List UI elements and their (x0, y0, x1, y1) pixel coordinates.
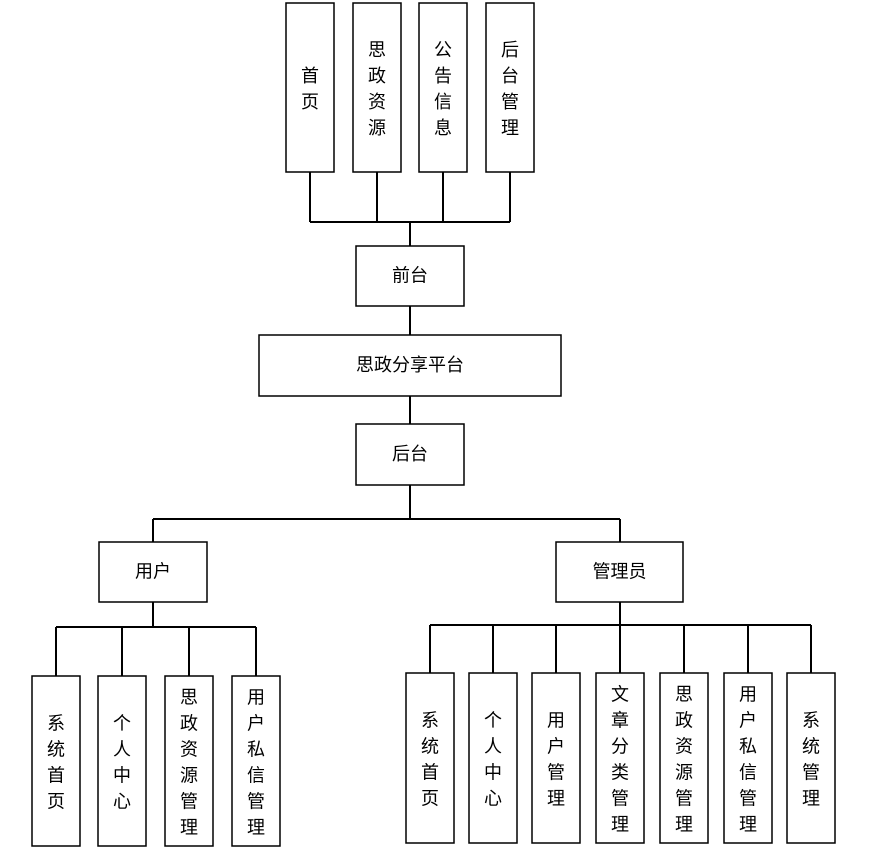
admin-module-3-box (595, 672, 645, 844)
frontend-module-0: 首页 (285, 2, 335, 173)
admin-module-1-box (468, 672, 518, 844)
admin-module-1: 个人中心 (468, 672, 518, 844)
frontend-module-1: 思政资源 (352, 2, 402, 173)
user-module-0-box (31, 675, 81, 847)
admin-role-node-box (555, 541, 684, 603)
admin-module-2-box (531, 672, 581, 844)
frontend-module-2: 公告信息 (418, 2, 468, 173)
admin-module-6-label: 系统管理 (802, 710, 820, 809)
admin-module-3: 文章分类管理 (595, 672, 645, 844)
admin-module-2-label: 用户管理 (547, 710, 565, 809)
backend-node: 后台 (355, 423, 465, 486)
user-role-node: 用户 (98, 541, 208, 603)
frontend-module-3: 后台管理 (485, 2, 535, 173)
admin-module-3-label: 文章分类管理 (611, 684, 629, 835)
user-module-2-label: 思政资源管理 (180, 687, 198, 838)
user-module-3: 用户私信管理 (231, 675, 281, 847)
frontend-node-label: 前台 (392, 266, 428, 287)
backend-node-box (355, 423, 465, 486)
user-module-2-box (164, 675, 214, 847)
backend-node-label: 后台 (392, 444, 428, 465)
user-module-1: 个人中心 (97, 675, 147, 847)
admin-module-0-label: 系统首页 (421, 710, 439, 809)
root-node-label: 思政分享平台 (356, 355, 464, 376)
admin-role-node-label: 管理员 (593, 562, 647, 583)
admin-module-4-box (659, 672, 709, 844)
admin-role-node: 管理员 (555, 541, 684, 603)
admin-module-6-box (786, 672, 836, 844)
root-node-box (258, 334, 562, 397)
frontend-node-box (355, 245, 465, 307)
frontend-module-0-label: 首页 (301, 66, 319, 113)
user-module-1-box (97, 675, 147, 847)
user-module-3-box (231, 675, 281, 847)
user-module-0-label: 系统首页 (47, 713, 65, 812)
admin-module-5: 用户私信管理 (723, 672, 773, 844)
user-module-3-label: 用户私信管理 (247, 687, 265, 838)
frontend-module-0-box (285, 2, 335, 173)
frontend-module-1-label: 思政资源 (368, 40, 386, 139)
admin-module-6: 系统管理 (786, 672, 836, 844)
frontend-module-3-label: 后台管理 (501, 40, 519, 139)
admin-module-1-label: 个人中心 (484, 710, 502, 809)
admin-module-2: 用户管理 (531, 672, 581, 844)
user-role-node-label: 用户 (135, 562, 171, 583)
user-module-2: 思政资源管理 (164, 675, 214, 847)
admin-module-0-box (405, 672, 455, 844)
admin-module-5-label: 用户私信管理 (739, 684, 757, 835)
user-role-node-box (98, 541, 208, 603)
frontend-module-1-box (352, 2, 402, 173)
frontend-node: 前台 (355, 245, 465, 307)
admin-module-4: 思政资源管理 (659, 672, 709, 844)
root-node: 思政分享平台 (258, 334, 562, 397)
admin-module-4-label: 思政资源管理 (675, 684, 693, 835)
frontend-module-2-label: 公告信息 (434, 40, 452, 139)
admin-module-0: 系统首页 (405, 672, 455, 844)
user-module-0: 系统首页 (31, 675, 81, 847)
frontend-module-2-box (418, 2, 468, 173)
frontend-module-3-box (485, 2, 535, 173)
user-module-1-label: 个人中心 (113, 713, 131, 812)
admin-module-5-box (723, 672, 773, 844)
